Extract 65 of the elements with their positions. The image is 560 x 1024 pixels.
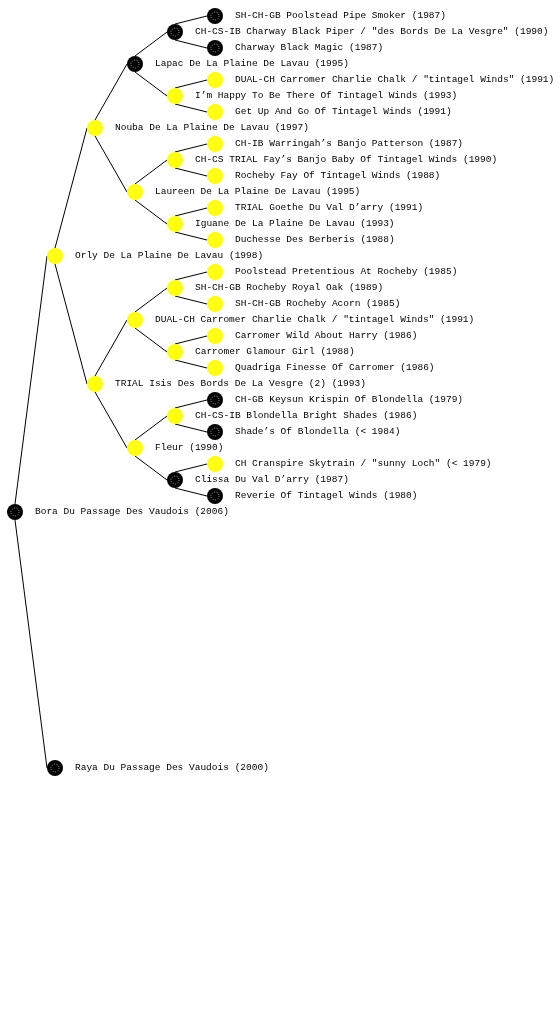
connector-line xyxy=(94,63,128,121)
connector-line xyxy=(134,327,168,353)
dog-name-label: Laureen De La Plaine De Lavau (1995) xyxy=(155,186,361,198)
connector-line xyxy=(94,391,128,449)
dog-name-label: Fleur (1990) xyxy=(155,442,224,454)
connector-line xyxy=(134,159,168,185)
dog-name-label: CH-CS-IB Charway Black Piper / "des Bords De La Vesgre" (1990) xyxy=(195,26,549,38)
connector-line xyxy=(54,263,88,385)
dog-name-label: Bora Du Passage Des Vaudois (2006) xyxy=(35,506,229,518)
dog-name-label: CH-CS TRIAL Fay’s Banjo Baby Of Tintagel Winds (1990) xyxy=(195,154,498,166)
connector-line xyxy=(174,231,208,241)
dog-name-label: Poolstead Pretentious At Rocheby (1985) xyxy=(235,266,458,278)
dog-name-label: TRIAL Isis Des Bords De La Vesgre (2) (1993) xyxy=(115,378,366,390)
connector-line xyxy=(174,143,208,153)
dog-name-label: I’m Happy To Be There Of Tintagel Winds (1993) xyxy=(195,90,458,102)
connector-line xyxy=(134,199,168,225)
dog-name-label: Raya Du Passage Des Vaudois (2000) xyxy=(75,762,269,774)
connector-line xyxy=(174,207,208,217)
dog-name-label: Clissa Du Val D’arry (1987) xyxy=(195,474,349,486)
connector-line xyxy=(174,423,208,433)
connector-line xyxy=(174,79,208,89)
connector-line xyxy=(174,335,208,345)
dog-name-label: SH-CH-GB Poolstead Pipe Smoker (1987) xyxy=(235,10,446,22)
dog-name-label: Reverie Of Tintagel Winds (1980) xyxy=(235,490,418,502)
connector-line xyxy=(134,71,168,97)
dog-name-label: SH-CH-GB Rocheby Acorn (1985) xyxy=(235,298,401,310)
connector-line xyxy=(94,319,128,377)
dog-name-label: CH-CS-IB Blondella Bright Shades (1986) xyxy=(195,410,418,422)
dog-name-label: CH Cranspire Skytrain / "sunny Loch" (< 1979) xyxy=(235,458,492,470)
dog-name-label: CH-IB Warringah’s Banjo Patterson (1987) xyxy=(235,138,464,150)
dog-name-label: Charway Black Magic (1987) xyxy=(235,42,384,54)
dog-name-label: Get Up And Go Of Tintagel Winds (1991) xyxy=(235,106,452,118)
dog-name-label: Carromer Glamour Girl (1988) xyxy=(195,346,355,358)
dog-name-label: DUAL-CH Carromer Charlie Chalk / "tintagel Winds" (1991) xyxy=(155,314,475,326)
connector-line xyxy=(174,487,208,497)
connector-line xyxy=(134,287,168,313)
dog-name-label: Quadriga Finesse Of Carromer (1986) xyxy=(235,362,435,374)
dog-name-label: Carromer Wild About Harry (1986) xyxy=(235,330,418,342)
connector-line xyxy=(174,359,208,369)
dog-name-label: Duchesse Des Berberis (1988) xyxy=(235,234,395,246)
dog-name-label: Iguane De La Plaine De Lavau (1993) xyxy=(195,218,395,230)
connector-line xyxy=(174,15,208,25)
dog-name-label: Lapac De La Plaine De Lavau (1995) xyxy=(155,58,349,70)
dog-name-label: Shade’s Of Blondella (< 1984) xyxy=(235,426,401,438)
connector-line xyxy=(134,415,168,441)
dog-name-label: TRIAL Goethe Du Val D’arry (1991) xyxy=(235,202,424,214)
connector-line xyxy=(94,135,128,193)
dog-name-label: Nouba De La Plaine De Lavau (1997) xyxy=(115,122,309,134)
connector-line xyxy=(174,39,208,49)
dog-name-label: Orly De La Plaine De Lavau (1998) xyxy=(75,250,264,262)
connector-line xyxy=(134,455,168,481)
connector-line xyxy=(54,127,88,249)
connector-line xyxy=(174,399,208,409)
dog-name-label: Rocheby Fay Of Tintagel Winds (1988) xyxy=(235,170,441,182)
connector-line xyxy=(174,463,208,473)
connector-line xyxy=(174,295,208,305)
dog-name-label: CH-GB Keysun Krispin Of Blondella (1979) xyxy=(235,394,464,406)
connector-line xyxy=(174,103,208,113)
dog-name-label: SH-CH-GB Rocheby Royal Oak (1989) xyxy=(195,282,384,294)
connector-line xyxy=(134,31,168,57)
dog-name-label: DUAL-CH Carromer Charlie Chalk / "tintagel Winds" (1991) xyxy=(235,74,555,86)
connector-line xyxy=(14,519,48,769)
connector-line xyxy=(174,167,208,177)
connector-line xyxy=(174,271,208,281)
connector-line xyxy=(14,255,48,505)
